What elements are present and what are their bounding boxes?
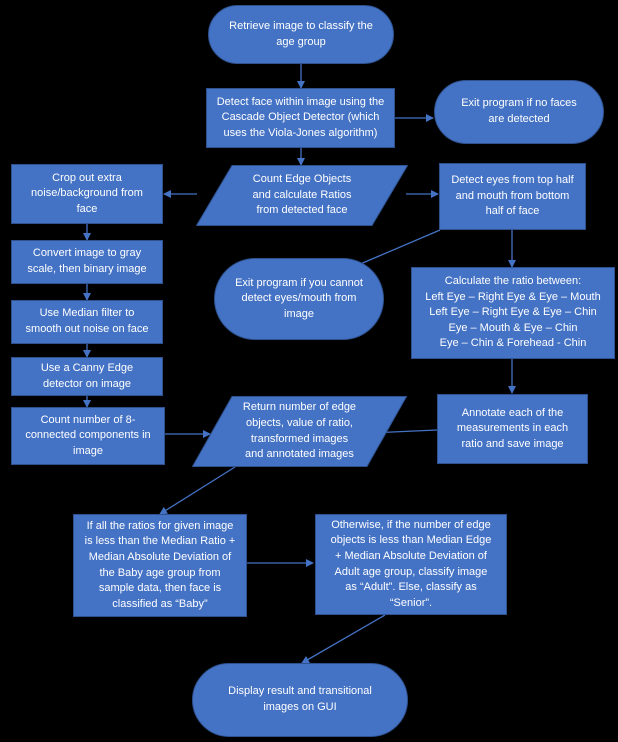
- median-filter-text: Use Median filter to smooth out noise on…: [25, 307, 149, 335]
- return-values-node: Return number of edge objects, value of …: [192, 396, 407, 467]
- return-values-shape: [192, 396, 407, 467]
- count-edges-node: Count Edge Objects and calculate Ratios …: [196, 165, 408, 226]
- gray-scale-text: Convert image to gray scale, then binary…: [27, 247, 147, 275]
- ratio-node: Calculate the ratio between: Left Eye – …: [411, 267, 615, 359]
- detect-face-text: Detect face within image using the Casca…: [216, 95, 385, 139]
- gray-scale-node: Convert image to gray scale, then binary…: [11, 240, 163, 284]
- crop-node: Crop out extra noise/background from fac…: [11, 164, 163, 224]
- retrieve-image-text: Retrieve image to classify the age group: [229, 19, 373, 48]
- detect-eyes-text: Detect eyes from top half and mouth from…: [451, 174, 574, 218]
- connector-detect-eyes-to-exit-no-eyes: [350, 229, 441, 269]
- connector-otherwise-to-display: [301, 614, 386, 664]
- count-components-text: Count number of 8- connected components …: [25, 413, 151, 457]
- crop-text: Crop out extra noise/background from fac…: [31, 171, 143, 215]
- otherwise-classification-node: Otherwise, if the number of edge objects…: [315, 514, 507, 615]
- connector-return-to-baby: [159, 466, 236, 515]
- canny-text: Use a Canny Edge detector on image: [40, 361, 134, 390]
- detect-eyes-node: Detect eyes from top half and mouth from…: [439, 163, 586, 230]
- detect-face-node: Detect face within image using the Casca…: [206, 88, 395, 148]
- baby-classification-node: If all the ratios for given image is les…: [73, 514, 247, 617]
- exit-no-faces-text: Exit program if no faces are detected: [461, 97, 577, 125]
- ratio-text: Calculate the ratio between: Left Eye – …: [425, 274, 601, 350]
- count-edges-shape: [196, 165, 408, 226]
- canny-node: Use a Canny Edge detector on image: [11, 357, 163, 396]
- otherwise-classification-text: Otherwise, if the number of edge objects…: [330, 518, 492, 609]
- count-edges-text: Count Edge Objects and calculate Ratios …: [252, 173, 352, 217]
- baby-classification-text: If all the ratios for given image is les…: [84, 519, 236, 610]
- count-components-node: Count number of 8- connected components …: [11, 407, 165, 465]
- exit-no-eyes-text: Exit program if you cannot detect eyes/m…: [235, 276, 363, 320]
- exit-no-eyes-node: Exit program if you cannot detect eyes/m…: [214, 258, 384, 340]
- median-filter-node: Use Median filter to smooth out noise on…: [11, 300, 163, 344]
- annotate-node: Annotate each of the measurements in eac…: [437, 394, 588, 464]
- return-values-text: Return number of edge objects, value of …: [242, 401, 357, 461]
- display-result-node: Display result and transitional images o…: [192, 663, 408, 737]
- exit-no-faces-node: Exit program if no faces are detected: [434, 80, 604, 144]
- display-result-text: Display result and transitional images o…: [228, 685, 372, 713]
- retrieve-image-node: Retrieve image to classify the age group: [208, 5, 394, 64]
- annotate-text: Annotate each of the measurements in eac…: [456, 406, 569, 450]
